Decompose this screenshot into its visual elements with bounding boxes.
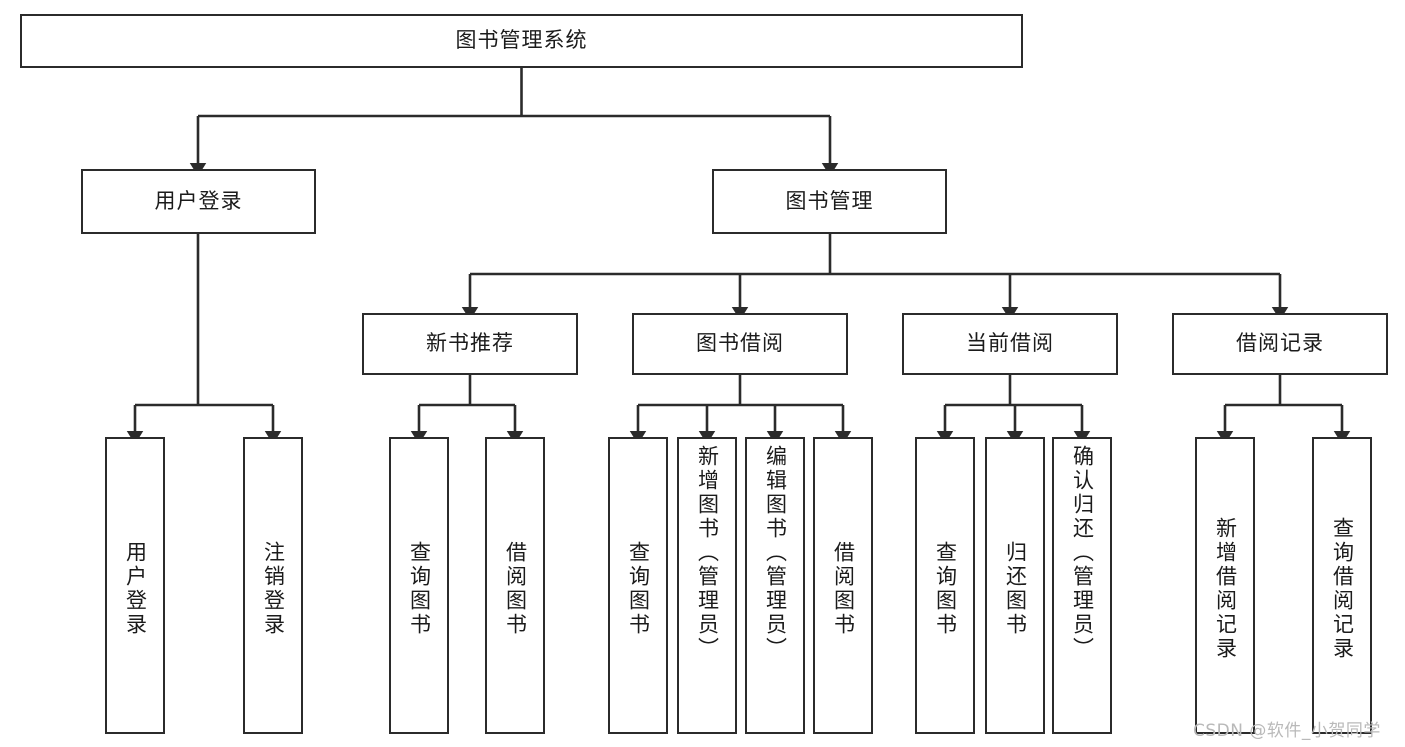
node-book-management[interactable]: 图书管理 [712, 169, 947, 234]
node-new-book-recommend[interactable]: 新书推荐 [362, 313, 578, 375]
leaf-query-book-newbook-label: 查询图书 [407, 540, 432, 637]
leaf-query-book-newbook[interactable]: 查询图书 [389, 437, 449, 734]
leaf-add-borrow-record[interactable]: 新增借阅记录 [1195, 437, 1255, 734]
node-root[interactable]: 图书管理系统 [20, 14, 1023, 68]
leaf-query-book-borrow[interactable]: 查询图书 [608, 437, 668, 734]
leaf-edit-book-admin-label: 编辑图书（管理员） [763, 445, 788, 661]
node-user-login-label: 用户登录 [154, 188, 243, 213]
node-current-borrow[interactable]: 当前借阅 [902, 313, 1118, 375]
node-borrow-record[interactable]: 借阅记录 [1172, 313, 1388, 375]
leaf-borrow-book-newbook-label: 借阅图书 [503, 540, 528, 637]
node-book-borrow-label: 图书借阅 [696, 331, 784, 356]
leaf-logout-label: 注销登录 [261, 540, 286, 637]
node-new-book-recommend-label: 新书推荐 [426, 331, 514, 356]
leaf-user-login-label: 用户登录 [123, 540, 148, 637]
leaf-add-book-admin[interactable]: 新增图书（管理员） [677, 437, 737, 734]
leaf-add-borrow-record-label: 新增借阅记录 [1213, 516, 1238, 661]
csdn-watermark: CSDN @软件_小贺同学 [1193, 721, 1381, 741]
leaf-lend-book-label: 借阅图书 [831, 540, 856, 637]
leaf-add-book-admin-label: 新增图书（管理员） [695, 445, 720, 661]
leaf-confirm-return-admin-label: 确认归还（管理员） [1070, 445, 1095, 661]
leaf-return-book[interactable]: 归还图书 [985, 437, 1045, 734]
node-root-label: 图书管理系统 [455, 28, 588, 53]
leaf-borrow-book-newbook[interactable]: 借阅图书 [485, 437, 545, 734]
node-borrow-record-label: 借阅记录 [1236, 331, 1324, 356]
leaf-query-book-current-label: 查询图书 [933, 540, 958, 637]
node-book-borrow[interactable]: 图书借阅 [632, 313, 848, 375]
leaf-lend-book[interactable]: 借阅图书 [813, 437, 873, 734]
leaf-logout[interactable]: 注销登录 [243, 437, 303, 734]
leaf-query-borrow-record[interactable]: 查询借阅记录 [1312, 437, 1372, 734]
leaf-return-book-label: 归还图书 [1003, 540, 1028, 637]
node-current-borrow-label: 当前借阅 [966, 331, 1054, 356]
node-user-login[interactable]: 用户登录 [81, 169, 316, 234]
leaf-query-book-current[interactable]: 查询图书 [915, 437, 975, 734]
leaf-user-login[interactable]: 用户登录 [105, 437, 165, 734]
node-book-management-label: 图书管理 [785, 188, 874, 213]
leaf-edit-book-admin[interactable]: 编辑图书（管理员） [745, 437, 805, 734]
leaf-query-borrow-record-label: 查询借阅记录 [1330, 516, 1355, 661]
leaf-query-book-borrow-label: 查询图书 [626, 540, 651, 637]
leaf-confirm-return-admin[interactable]: 确认归还（管理员） [1052, 437, 1112, 734]
